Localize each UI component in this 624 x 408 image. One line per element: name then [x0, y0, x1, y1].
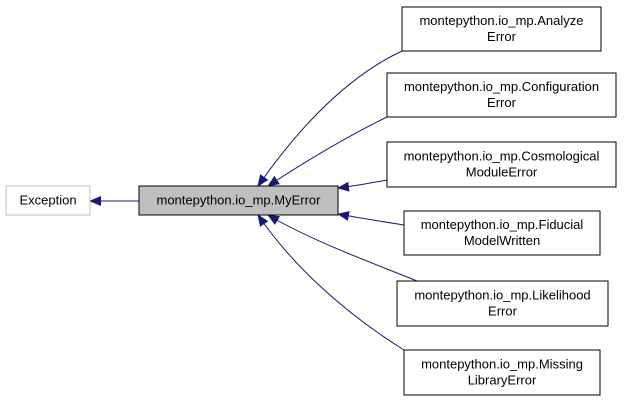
class-node-box-missing — [403, 349, 601, 396]
class-node-label-missing-line-0: montepython.io_mp.Missing — [421, 357, 583, 372]
inheritance-edge-likelihood-to-myerror — [267, 214, 418, 282]
class-node-label-analyze-line-0: montepython.io_mp.Analyze — [419, 13, 583, 28]
class-node-box-likelihood — [396, 280, 609, 327]
class-node-label-analyze-line-1: Error — [487, 29, 517, 44]
class-node-box-analyze — [401, 6, 602, 52]
class-node-label-exception-line-0: Exception — [19, 193, 76, 208]
class-node-label-configuration-line-0: montepython.io_mp.Configuration — [404, 79, 599, 94]
class-node-label-likelihood-line-0: montepython.io_mp.Likelihood — [414, 288, 590, 303]
class-node-cosmological[interactable]: montepython.io_mp.CosmologicalModuleErro… — [386, 141, 617, 188]
edges-layer — [89, 50, 418, 351]
class-node-box-exception — [5, 185, 91, 216]
class-node-label-fiducial-line-1: ModelWritten — [464, 233, 540, 248]
inheritance-edge-configuration-to-myerror — [267, 116, 388, 187]
class-node-label-cosmological-line-0: montepython.io_mp.Cosmological — [404, 149, 600, 164]
inheritance-edge-fiducial-to-myerror — [337, 211, 405, 226]
class-node-exception[interactable]: Exception — [5, 185, 91, 216]
class-node-label-configuration-line-1: Error — [487, 95, 517, 110]
inheritance-edge-cosmological-to-myerror — [337, 179, 388, 192]
class-node-label-cosmological-line-1: ModuleError — [466, 165, 538, 180]
inheritance-edge-missing-to-myerror — [257, 214, 405, 351]
class-node-label-likelihood-line-1: Error — [488, 304, 518, 319]
class-node-label-fiducial-line-0: montepython.io_mp.Fiducial — [421, 217, 584, 232]
inheritance-edge-analyze-to-myerror — [257, 50, 403, 187]
class-node-label-myerror-line-0: montepython.io_mp.MyError — [156, 193, 321, 208]
class-node-box-myerror — [138, 185, 339, 216]
class-node-label-missing-line-1: LibraryError — [468, 373, 537, 388]
class-node-box-fiducial — [403, 210, 601, 256]
class-node-box-cosmological — [386, 141, 617, 188]
class-node-myerror: montepython.io_mp.MyError — [138, 185, 339, 216]
class-node-box-configuration — [386, 72, 617, 118]
